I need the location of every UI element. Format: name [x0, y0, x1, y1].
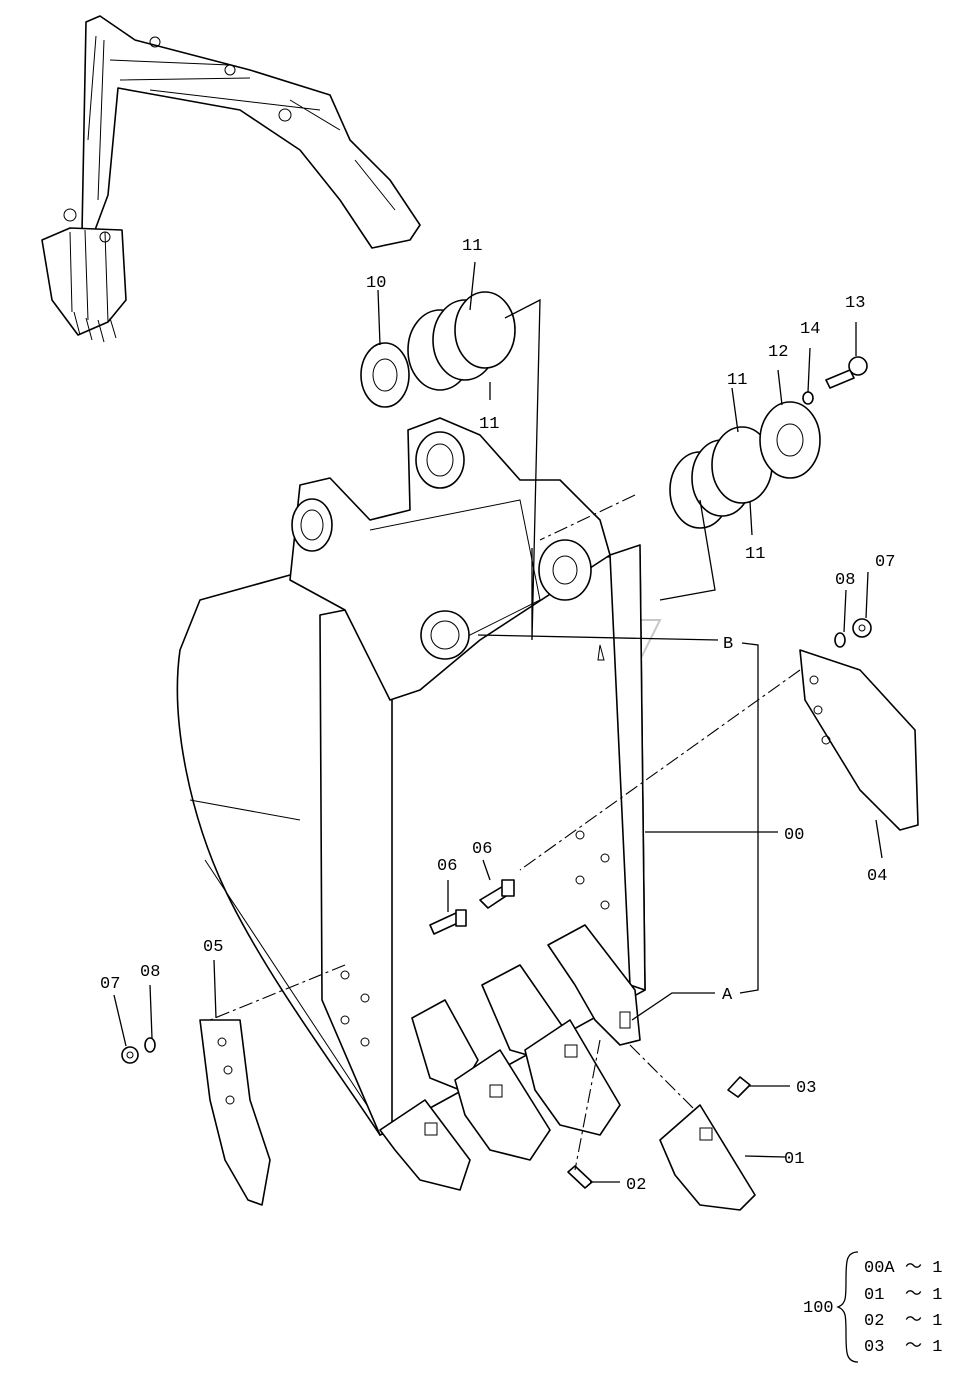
- label-08-right: 08: [835, 571, 855, 590]
- label-A: A: [722, 986, 733, 1005]
- label-07-right: 07: [875, 553, 895, 572]
- label-11-left: 11: [479, 415, 499, 434]
- side-cutters: [199, 649, 919, 1206]
- label-11-top: 11: [462, 237, 482, 256]
- label-07-left: 07: [100, 975, 120, 994]
- label-B: B: [723, 635, 733, 654]
- kit-row-2-qty: ～ 1: [905, 1286, 942, 1305]
- label-14: 14: [800, 320, 820, 339]
- label-04: 04: [867, 867, 887, 886]
- leader-lines: [113, 261, 883, 1183]
- part-labels: 10 11 11 11 11 12 14 13 07 08 B 00 04 06…: [100, 237, 895, 1195]
- kit-row-4-part: 03: [864, 1338, 884, 1357]
- label-00: 00: [784, 826, 804, 845]
- kit-row-3-qty: ～ 1: [905, 1312, 942, 1331]
- kit-row-1-part: 00A: [864, 1259, 895, 1278]
- kit-row-2-part: 01: [864, 1286, 884, 1305]
- label-05: 05: [203, 938, 223, 957]
- kit-number: 100: [803, 1299, 834, 1318]
- kit-row-1-qty: ～ 1: [905, 1259, 942, 1278]
- center-lines: [209, 494, 801, 1171]
- label-13: 13: [845, 294, 865, 313]
- label-06-right: 06: [472, 840, 492, 859]
- label-12: 12: [768, 343, 788, 362]
- label-11-right-bottom: 11: [745, 545, 765, 564]
- excavator-arm-sketch: [41, 15, 421, 343]
- label-01: 01: [784, 1150, 804, 1169]
- kit-row-4-qty: ～ 1: [905, 1338, 942, 1357]
- label-08-left: 08: [140, 963, 160, 982]
- kit-composition: 100 00A ～ 1 01 ～ 1 02 ～ 1 03 ～ 1: [803, 1251, 942, 1363]
- label-06-left: 06: [437, 857, 457, 876]
- hardware-parts: [121, 291, 872, 1064]
- label-02: 02: [626, 1176, 646, 1195]
- label-03: 03: [796, 1079, 816, 1098]
- label-10: 10: [366, 274, 386, 293]
- label-11-right-top: 11: [727, 371, 747, 390]
- kit-row-3-part: 02: [864, 1312, 884, 1331]
